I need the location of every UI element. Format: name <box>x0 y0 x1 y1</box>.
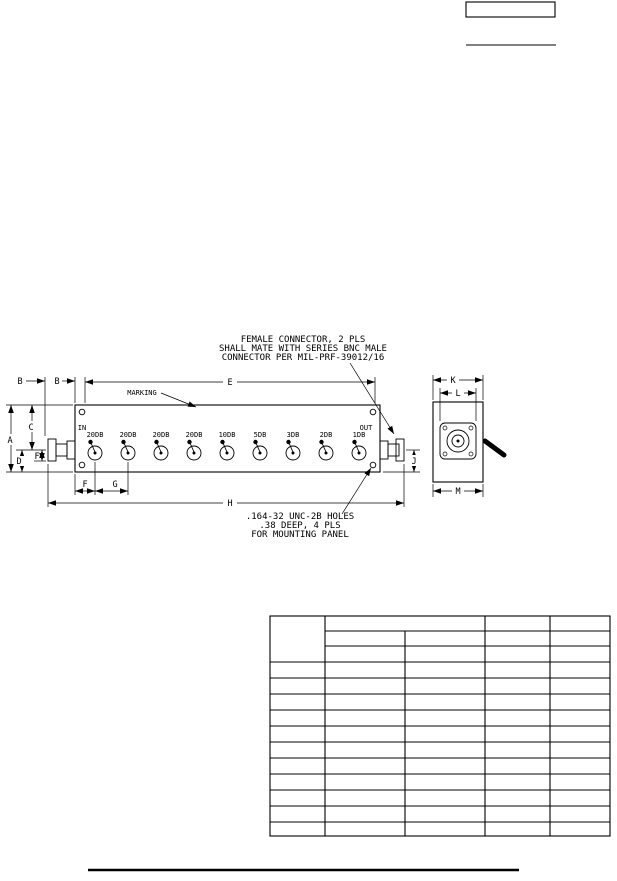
toggle-lever-side <box>482 438 507 458</box>
connector-bore <box>451 434 465 448</box>
dim-d: D <box>14 450 25 472</box>
attenuator-front-view: IN OUT 20DB 20DB 20DB 20DB 10DB <box>47 404 405 473</box>
toggle-switch-3: 20DB <box>153 431 170 461</box>
dim-c: C <box>25 405 38 450</box>
dim-h: H <box>48 497 404 509</box>
toggle-switch-6: 5DB <box>252 431 268 461</box>
dim-f-left: F <box>34 450 45 462</box>
dim-a: A <box>4 405 17 472</box>
dim-m: M <box>433 485 483 497</box>
toggle-switch-9: 1DB <box>351 431 367 461</box>
dimensions-side: K L M <box>432 374 484 497</box>
connector-note-line1: FEMALE CONNECTOR, 2 PLS <box>241 335 366 345</box>
attenuator-side-view <box>432 401 507 483</box>
dim-label-g: G <box>112 480 117 490</box>
connector-note: FEMALE CONNECTOR, 2 PLS SHALL MATE WITH … <box>219 335 395 435</box>
switch-label: 10DB <box>219 431 236 439</box>
dim-label-b2: B <box>54 377 59 387</box>
switch-label: 20DB <box>120 431 137 439</box>
dimensions-front: B B E A C D <box>4 376 420 509</box>
mounting-hole <box>78 408 86 416</box>
connector-ring <box>446 429 470 453</box>
switch-label: 1DB <box>353 431 366 439</box>
dim-label-h: H <box>227 499 232 509</box>
panel-outline <box>74 404 381 473</box>
dim-l: L <box>440 387 476 399</box>
mounting-hole <box>369 408 377 416</box>
toggle-switch-7: 3DB <box>285 431 301 461</box>
bnc-connector-left <box>47 438 76 462</box>
dim-label-b1: B <box>17 377 22 387</box>
mounting-note-line1: .164-32 UNC-2B HOLES <box>246 512 354 522</box>
dim-label-k: K <box>450 376 456 386</box>
dim-j: J <box>408 450 420 472</box>
toggle-switch-2: 20DB <box>120 431 137 461</box>
toggle-switch-5: 10DB <box>219 431 236 461</box>
dim-b2: B <box>54 377 75 387</box>
connector-note-line3: CONNECTOR PER MIL-PRF-39012/16 <box>222 353 385 363</box>
dim-f-bottom: F <box>75 480 95 494</box>
marking-label: MARKING <box>127 389 157 397</box>
dim-label-m: M <box>455 487 460 497</box>
switch-label: 20DB <box>153 431 170 439</box>
toggle-switch-8: 2DB <box>318 431 334 461</box>
switch-label: 20DB <box>87 431 104 439</box>
dim-label-a: A <box>7 436 12 446</box>
switch-label: 2DB <box>320 431 333 439</box>
dim-label-c: C <box>28 423 33 433</box>
dim-label-d: D <box>16 457 21 467</box>
dim-b1: B <box>17 377 45 387</box>
dim-label-f-left: F <box>34 452 39 462</box>
marking-callout: MARKING <box>127 389 197 408</box>
connector-note-line2: SHALL MATE WITH SERIES BNC MALE <box>219 344 387 354</box>
mounting-note-line3: FOR MOUNTING PANEL <box>251 530 349 540</box>
mounting-note-line2: .38 DEEP, 4 PLS <box>259 521 340 531</box>
mounting-hole <box>78 461 86 469</box>
dim-e: E <box>85 376 375 388</box>
switch-label: 3DB <box>287 431 300 439</box>
dim-label-f: F <box>82 480 87 490</box>
switch-label: 20DB <box>186 431 203 439</box>
toggle-switch-4: 20DB <box>186 431 203 461</box>
dim-k: K <box>433 374 483 386</box>
dim-g: G <box>95 480 128 494</box>
port-out-label: OUT <box>360 424 373 432</box>
header-box <box>465 1 556 18</box>
connector-flange <box>439 422 477 460</box>
mounting-note: .164-32 UNC-2B HOLES .38 DEEP, 4 PLS FOR… <box>246 467 372 540</box>
port-in-label: IN <box>78 424 86 432</box>
data-table <box>269 615 611 837</box>
bnc-connector-right <box>379 438 405 462</box>
dim-label-j: J <box>411 457 416 467</box>
dim-label-e: E <box>227 378 232 388</box>
connector-note-leader <box>349 362 395 435</box>
mounting-note-leader <box>341 467 372 515</box>
toggle-switch-1: 20DB <box>87 431 104 461</box>
mounting-hole <box>369 461 377 469</box>
switch-label: 5DB <box>254 431 267 439</box>
dim-label-l: L <box>455 389 460 399</box>
